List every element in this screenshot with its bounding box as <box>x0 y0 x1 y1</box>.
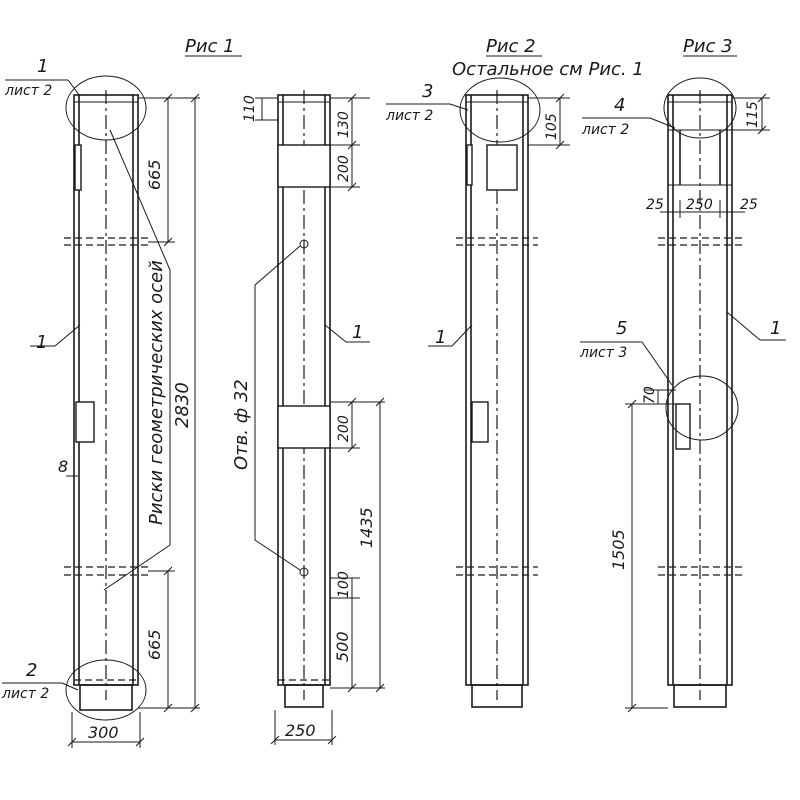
fig2-note: Остальное см Рис. 1 <box>452 59 644 80</box>
callout-1-sheet: лист 2 <box>4 83 52 99</box>
dim-665-top: 665 <box>145 159 164 190</box>
dim-110: 110 <box>242 95 258 122</box>
fig1-title: Рис 1 <box>185 36 235 57</box>
position-1-fig3: 1 <box>770 318 781 339</box>
dim-105: 105 <box>544 113 560 140</box>
callout-1-number: 1 <box>37 56 48 77</box>
dim-25-right: 25 <box>740 197 758 213</box>
dim-250: 250 <box>285 721 316 740</box>
dim-250-fig3: 250 <box>686 197 713 213</box>
fig2-title: Рис 2 <box>486 36 536 57</box>
hole-label: Отв. ф 32 <box>231 379 252 470</box>
dim-300: 300 <box>88 723 119 742</box>
column-fig1-front <box>64 75 148 721</box>
callout-3-number: 3 <box>422 81 433 102</box>
dim-2830: 2830 <box>172 382 193 428</box>
position-1-fig1: 1 <box>36 332 47 353</box>
position-1-fig2: 1 <box>435 327 446 348</box>
callout-4-sheet: лист 2 <box>581 122 629 138</box>
dim-665-bottom: 665 <box>145 629 164 660</box>
weld-size-8: 8 <box>58 457 68 476</box>
dim-200-mid: 200 <box>336 415 352 442</box>
fig3-title: Рис 3 <box>683 36 733 57</box>
dim-200-top: 200 <box>336 155 352 182</box>
callout-2-number: 2 <box>26 660 37 681</box>
dim-115: 115 <box>745 101 761 128</box>
dim-1435: 1435 <box>357 507 376 548</box>
callout-3-sheet: лист 2 <box>385 108 433 124</box>
callout-2-sheet: лист 2 <box>1 686 49 702</box>
dim-70: 70 <box>642 386 658 404</box>
dim-1505: 1505 <box>609 529 628 570</box>
callout-5-sheet: лист 3 <box>579 345 627 361</box>
position-1-fig1-side: 1 <box>352 322 363 343</box>
column-fig2 <box>456 77 541 708</box>
column-fig3 <box>658 77 742 708</box>
callout-5-number: 5 <box>616 318 627 339</box>
callout-4-number: 4 <box>614 95 625 116</box>
dim-130: 130 <box>336 111 352 138</box>
dim-500: 500 <box>333 631 352 662</box>
dim-100: 100 <box>336 571 352 598</box>
axis-marks-label: Риски геометрических осей <box>146 260 167 525</box>
dim-25-left: 25 <box>646 197 664 213</box>
column-fig1-side <box>277 90 331 708</box>
